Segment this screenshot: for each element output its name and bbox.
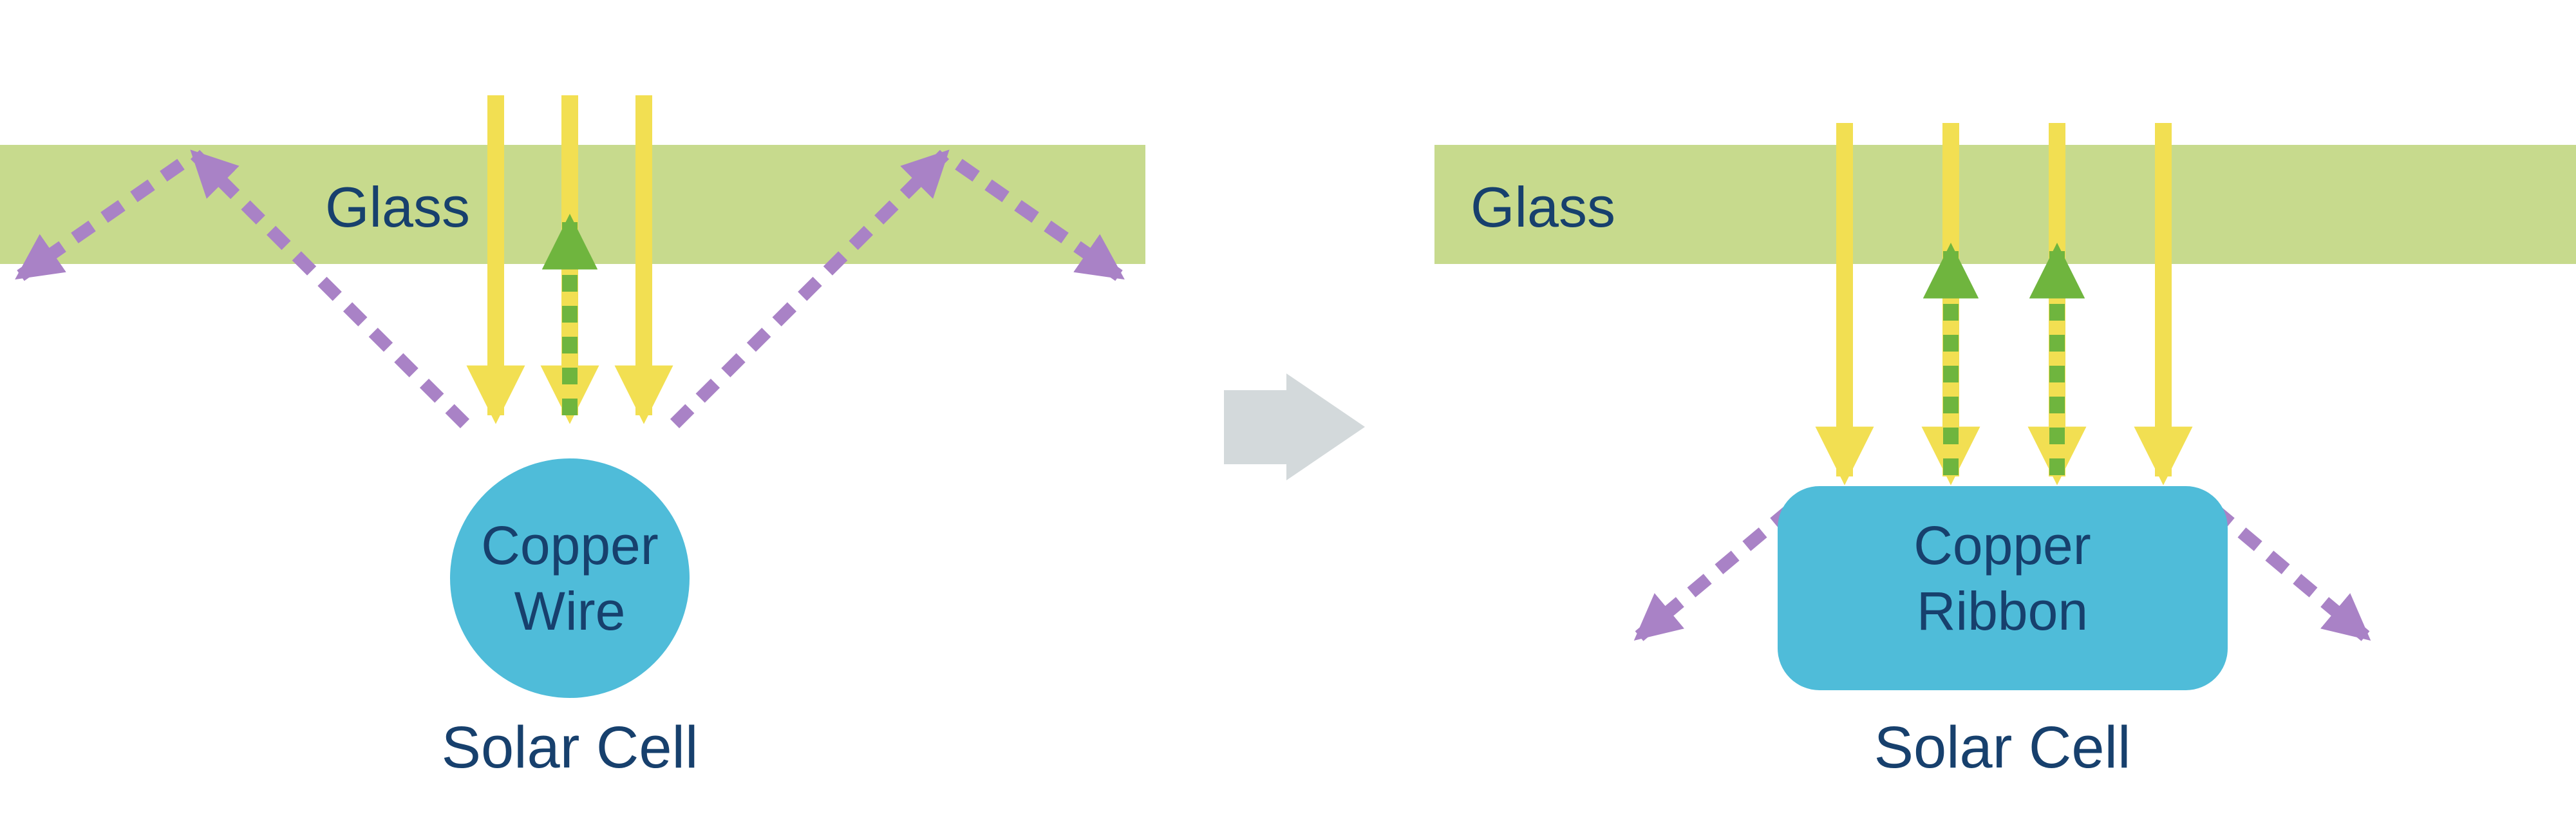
left-diagram: Glass Copper Wire Solar Cell: [0, 95, 1145, 780]
scattered-light-path-left: [15, 149, 470, 429]
redirected-light-ray-left: [1633, 504, 1795, 641]
right-diagram: Glass Copper Ribbon Solar Cell: [1434, 123, 2576, 780]
glass-label: Glass: [1471, 175, 1615, 239]
glass-label: Glass: [325, 175, 470, 239]
copper-wire-label-line1: Copper: [481, 515, 659, 576]
copper-ribbon-label-line2: Ribbon: [1917, 581, 2088, 641]
glass-pane: [1434, 145, 2576, 264]
scattered-ray-out: [15, 158, 185, 281]
scattered-ray-up: [190, 149, 470, 429]
solar-cell-label: Solar Cell: [442, 715, 699, 780]
solar-cell-label: Solar Cell: [1874, 715, 2131, 780]
copper-wire: [450, 458, 690, 698]
redirected-light-ray-right: [2210, 504, 2371, 641]
scattered-ray-out: [955, 158, 1125, 281]
copper-wire-label-line2: Wire: [514, 581, 626, 641]
scattered-ray-up: [670, 149, 950, 429]
scattered-light-path-right: [670, 149, 1125, 429]
transform-arrow-icon: [1224, 373, 1365, 480]
copper-ribbon-label-line1: Copper: [1913, 515, 2091, 576]
copper-ribbon: [1778, 486, 2228, 690]
